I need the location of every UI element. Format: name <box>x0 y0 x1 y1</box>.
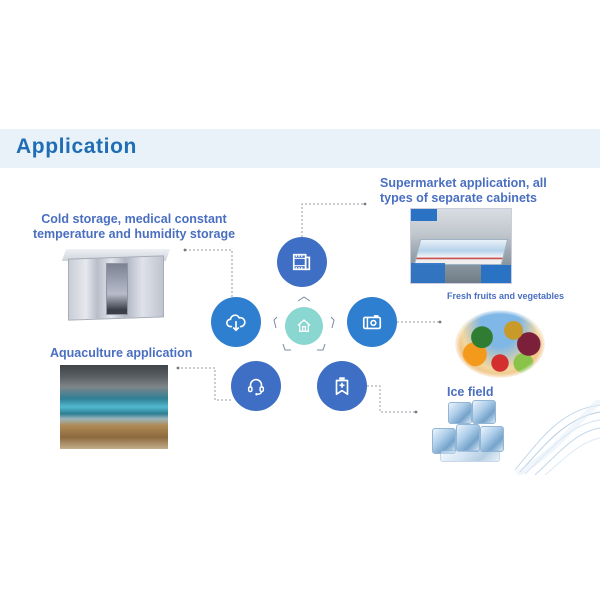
cloud-download-icon <box>226 314 246 332</box>
ice-image <box>430 400 508 464</box>
label-fruits: Fresh fruits and vegetables <box>447 291 565 301</box>
supermarket-logo-tag <box>411 209 437 221</box>
label-ice: Ice field <box>447 385 494 399</box>
camera-icon <box>362 315 382 330</box>
medicine-bookmark-icon <box>335 377 349 396</box>
node-home[interactable] <box>285 307 323 345</box>
supermarket-info-tag <box>411 263 445 283</box>
header-band: Application <box>0 129 600 168</box>
label-cold-storage-line1: Cold storage, medical constant <box>41 212 227 226</box>
cold-storage-door <box>106 263 128 315</box>
label-supermarket-line1: Supermarket application, all <box>380 176 547 190</box>
ice-cube <box>448 402 472 424</box>
supermarket-brand-tag <box>481 265 511 283</box>
node-medicine[interactable] <box>317 361 367 411</box>
page-title: Application <box>16 135 137 158</box>
node-headset[interactable] <box>231 361 281 411</box>
headset-icon <box>247 378 265 396</box>
ice-cube <box>472 400 496 424</box>
label-aquaculture: Aquaculture application <box>50 346 193 360</box>
label-cold-storage-line2: temperature and humidity storage <box>32 226 236 241</box>
node-film[interactable] <box>277 237 327 287</box>
supermarket-image <box>410 208 512 284</box>
node-camera[interactable] <box>347 297 397 347</box>
fruits-image <box>455 310 545 378</box>
ice-cube <box>480 426 504 452</box>
cold-storage-image <box>60 245 170 327</box>
ice-reflection <box>440 450 500 462</box>
ice-cube <box>456 424 480 452</box>
label-supermarket: Supermarket application, all types of se… <box>380 176 570 206</box>
aquaculture-image <box>60 365 168 449</box>
node-cloud-download[interactable] <box>211 297 261 347</box>
label-supermarket-line2: types of separate cabinets <box>380 190 538 205</box>
film-icon <box>292 253 311 271</box>
wave-decoration <box>515 400 600 475</box>
home-icon <box>297 319 311 332</box>
label-cold-storage: Cold storage, medical constant temperatu… <box>18 212 250 242</box>
